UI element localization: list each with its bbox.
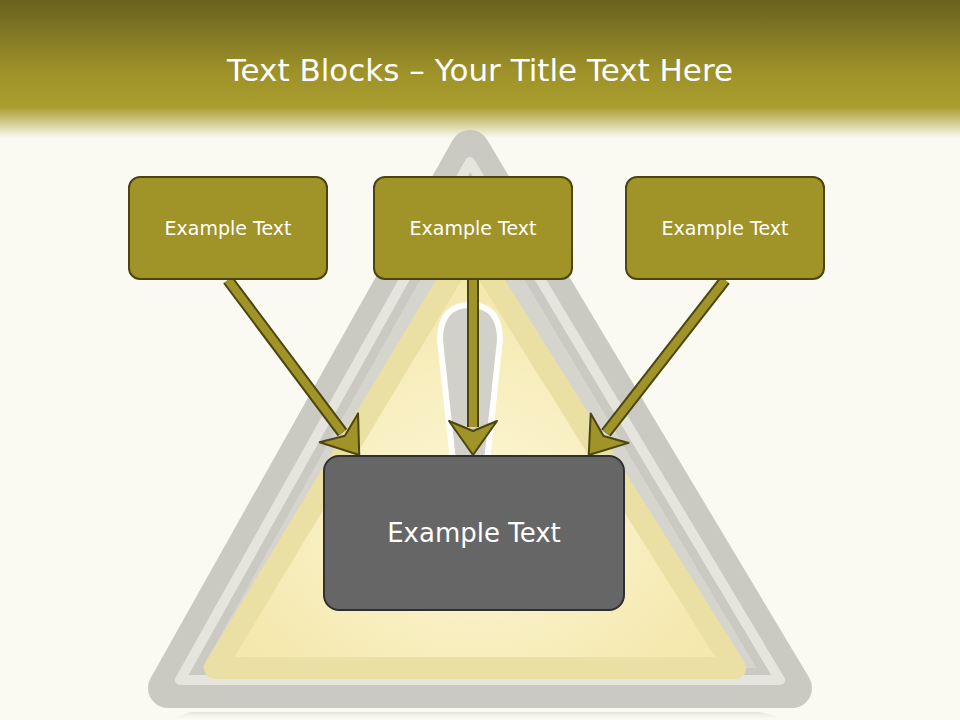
arrow-shaft: [606, 280, 725, 433]
box-text: Example Text: [404, 217, 543, 239]
text-block: Example Text: [373, 176, 573, 280]
text-block: Example Text: [128, 176, 328, 280]
block-arrow: [228, 280, 359, 455]
text-block: Example Text: [625, 176, 825, 280]
result-box: Example Text: [323, 455, 625, 611]
sign-face: [215, 245, 735, 668]
box-text: Example Text: [381, 518, 567, 548]
arrow-head: [589, 413, 629, 455]
arrow-shaft: [228, 280, 342, 433]
box-text: Example Text: [159, 217, 298, 239]
box-text: Example Text: [656, 217, 795, 239]
reflection: [170, 712, 790, 720]
arrow-outline: [228, 280, 342, 433]
slide-title: Text Blocks – Your Title Text Here: [0, 52, 960, 88]
arrow-head: [449, 421, 497, 455]
arrow-outline: [606, 280, 725, 433]
arrow-shaft: [469, 280, 477, 427]
arrow-outline: [467, 280, 479, 427]
arrow-head: [320, 413, 360, 455]
block-arrow: [449, 280, 497, 455]
block-arrow: [589, 280, 725, 455]
